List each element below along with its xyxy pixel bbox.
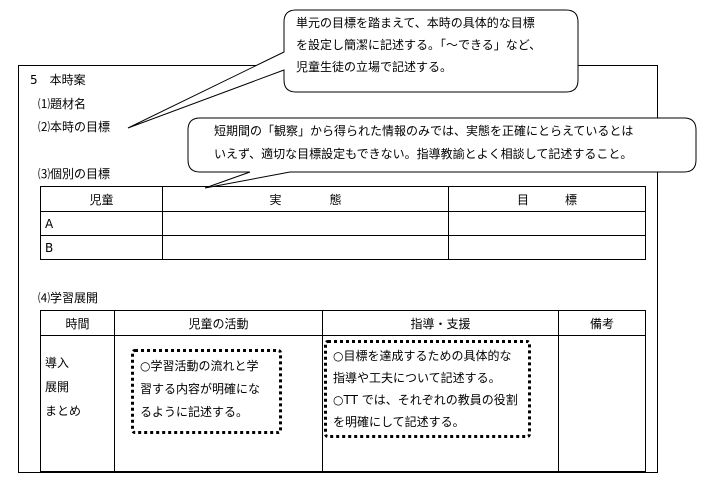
header-child: 児童 [40, 186, 163, 212]
row-child: A [40, 211, 163, 236]
row-status [162, 211, 449, 236]
support-line: 指導や工夫について記述する。 [333, 371, 501, 385]
phase-development: 展開 [45, 380, 70, 394]
activity-note: ○学習活動の流れと学 習する内容が明確にな るように記述する。 [131, 349, 282, 434]
item-goal: ⑵本時の目標 [38, 120, 111, 134]
header-support: 指導・支援 [322, 310, 559, 336]
callout-1-line: 児童生徒の立場で記述する。 [296, 60, 453, 74]
activity-line: るように記述する。 [140, 405, 249, 419]
header-status: 実 態 [162, 186, 449, 212]
row-status [162, 235, 449, 260]
section-heading: 5 本時案 [30, 73, 86, 87]
header-time: 時間 [40, 310, 115, 336]
item-individual: ⑶個別の目標 [38, 167, 111, 181]
table-header-row: 児童 実 態 目 標 [40, 186, 646, 212]
callout-2-line: いえず、適切な目標設定もできない。指導教諭とよく相談して記述すること。 [214, 147, 633, 161]
item-development: ⑷学習展開 [38, 291, 99, 305]
callout-2-line: 短期間の「観察」から得られた情報のみでは、実態を正確にとらえているとは [214, 124, 634, 138]
activity-line: ○学習活動の流れと学 [140, 359, 259, 373]
support-line: ○目標を達成するための具体的な [333, 349, 512, 363]
header-activity: 児童の活動 [114, 310, 323, 336]
table-row: B [40, 235, 646, 260]
callout-1-text: 単元の目標を踏まえて、本時の具体的な目標 を設定し簡潔に記述する。「～できる」な… [296, 12, 541, 78]
phase-intro: 導入 [45, 356, 70, 370]
item-topic: ⑴題材名 [38, 97, 87, 111]
individual-goals-table: 児童 実 態 目 標 A B [40, 186, 646, 260]
phase-summary: まとめ [45, 404, 82, 418]
table-row: A [40, 211, 646, 236]
callout-1-line: を設定し簡潔に記述する。「～できる」など、 [296, 38, 542, 52]
table-header-row: 時間 児童の活動 指導・支援 備考 [40, 310, 646, 336]
support-note: ○目標を達成するための具体的な 指導や工夫について記述する。 ○TT では、それ… [324, 340, 531, 438]
row-child: B [40, 235, 163, 260]
support-line: ○TT では、それぞれの教員の役割 [333, 393, 518, 407]
callout-2-text: 短期間の「観察」から得られた情報のみでは、実態を正確にとらえているとは いえず、… [214, 120, 633, 166]
callout-1-line: 単元の目標を踏まえて、本時の具体的な目標 [296, 16, 535, 30]
notes-cell [558, 335, 646, 472]
activity-line: 習する内容が明確にな [140, 382, 261, 396]
header-notes: 備考 [558, 310, 646, 336]
row-target [448, 211, 646, 236]
header-target: 目 標 [448, 186, 646, 212]
phase-cell: 導入 展開 まとめ [40, 335, 115, 472]
row-target [448, 235, 646, 260]
support-line: を明確にして記述する。 [333, 415, 465, 429]
